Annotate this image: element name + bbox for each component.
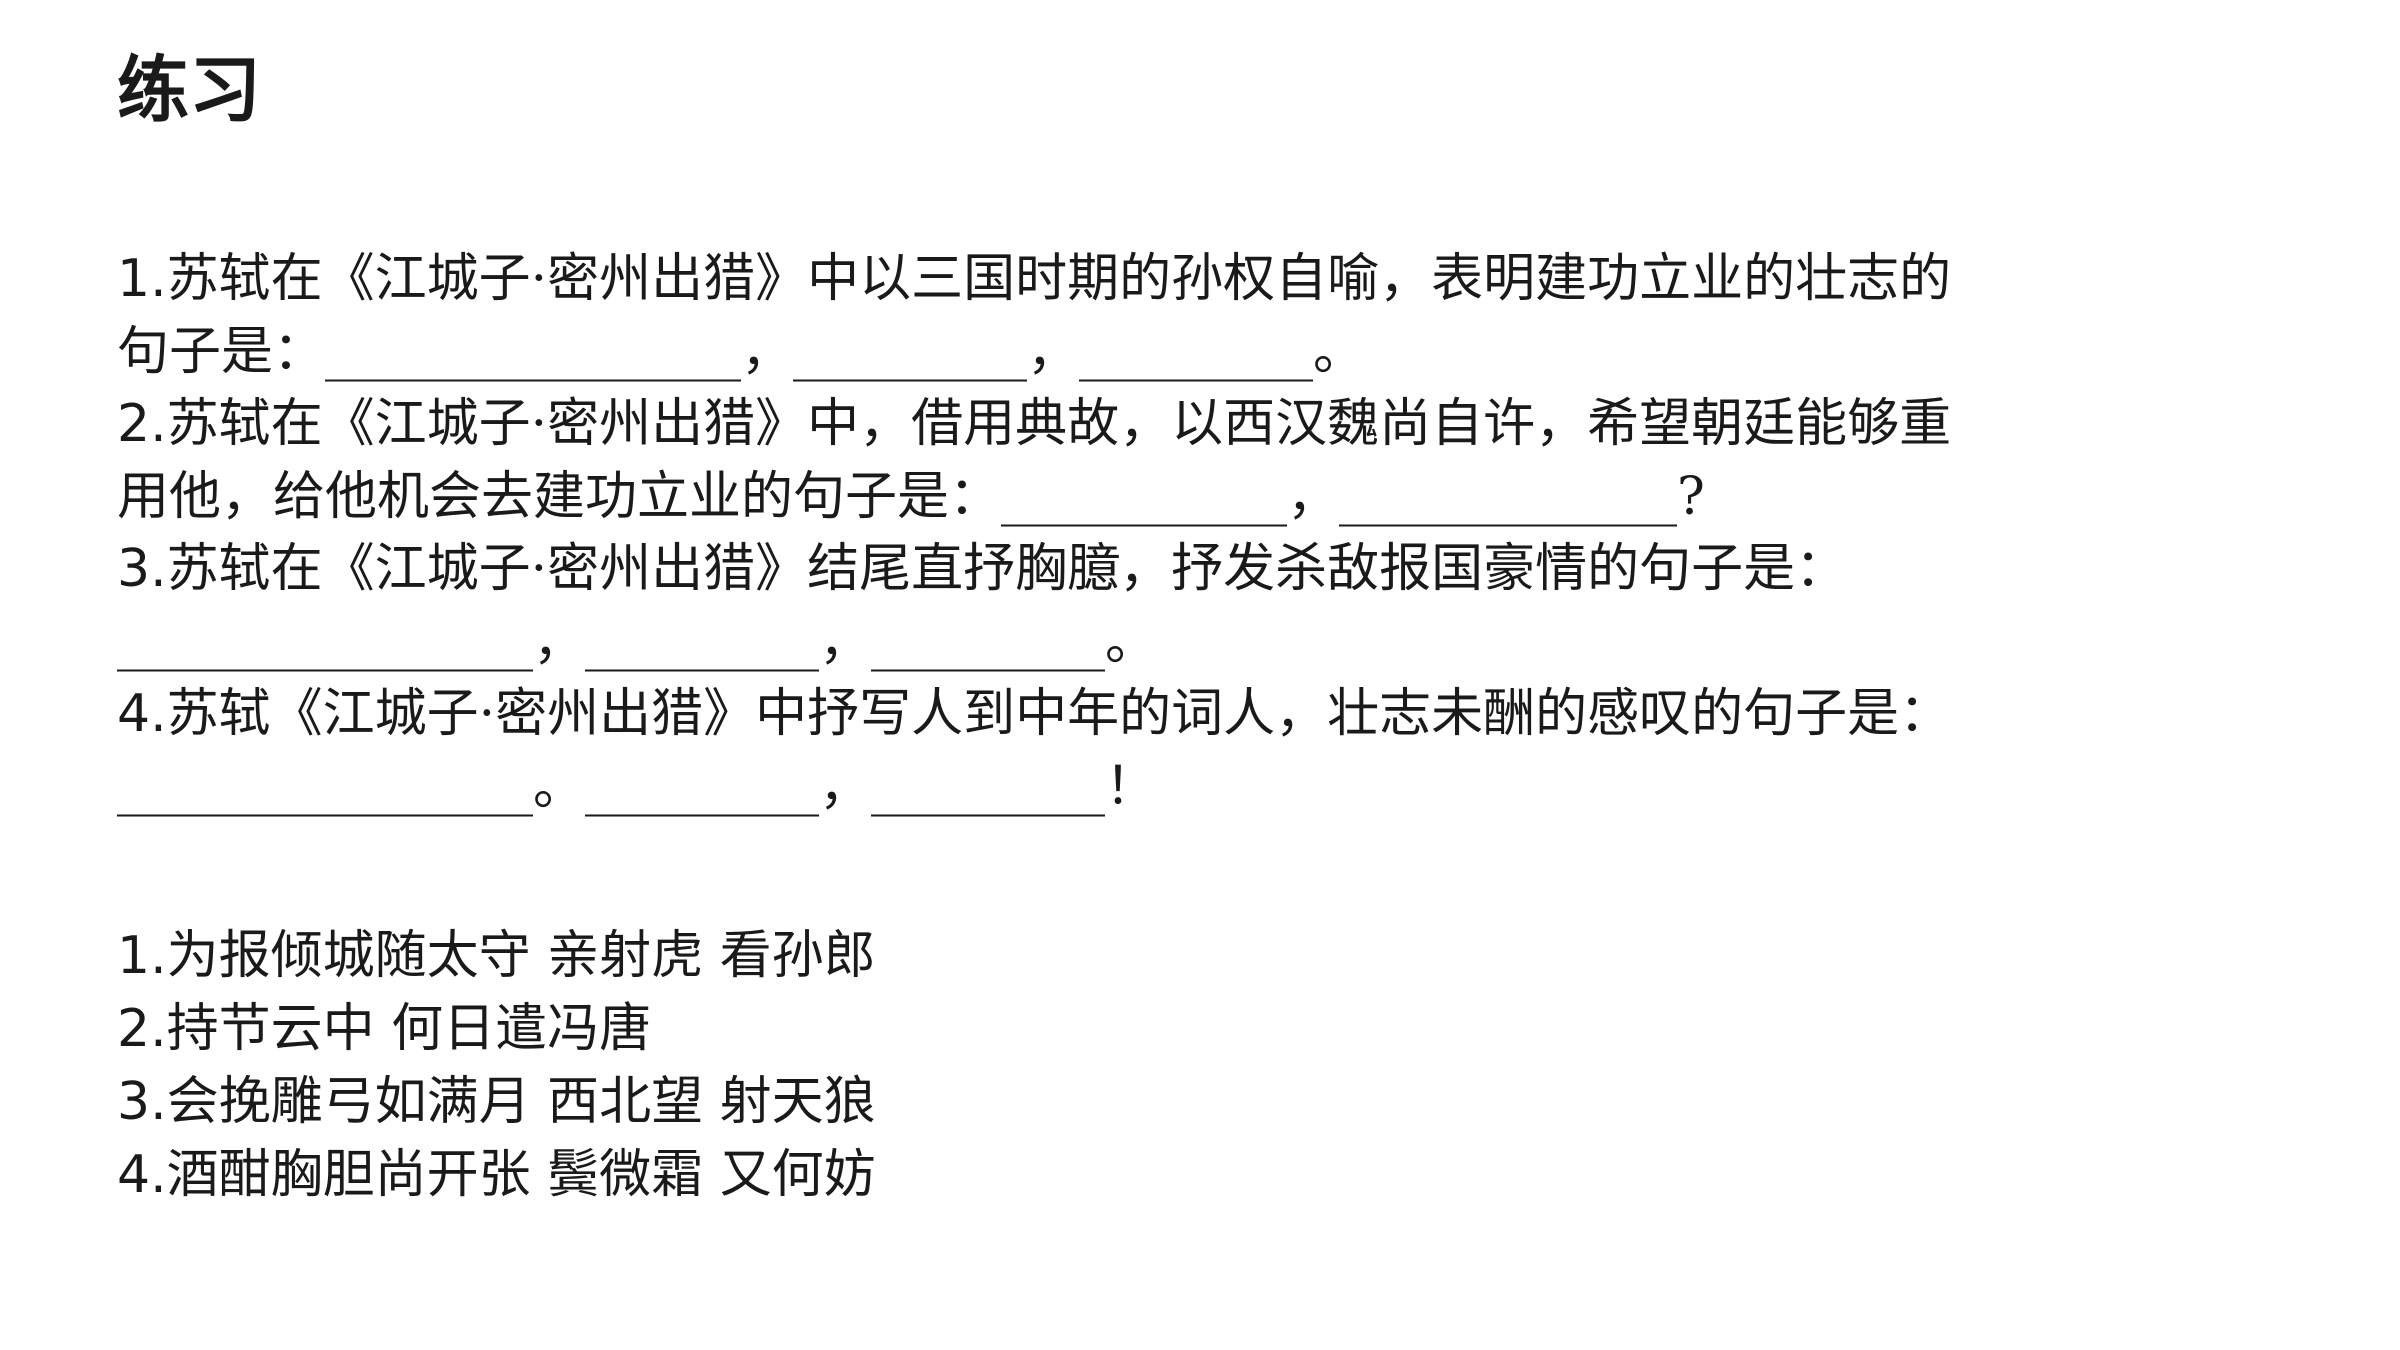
answer-3: 3.会挽雕弓如满月 西北望 射天狼	[117, 1066, 1317, 1139]
answer-text: 会挽雕弓如满月 西北望 射天狼	[166, 1072, 876, 1132]
question-text: 苏轼在《江城子·密州出猎》结尾直抒胸臆，抒发杀敌报国豪情的句子是：	[166, 539, 1848, 599]
question-text: 苏轼《江城子·密州出猎》中抒写人到中年的词人，壮志未酬的感叹的句子是：	[166, 684, 1952, 744]
question-text: 苏轼在《江城子·密州出猎》中以三国时期的孙权自喻，表明建功立业的壮志的	[166, 249, 1952, 309]
question-3-line-2: ________________，_________，_________。	[117, 606, 2307, 679]
question-number: 3.	[117, 539, 167, 599]
question-text: ________________。_________，_________！	[117, 756, 1158, 817]
question-text: ________________，_________，_________。	[117, 611, 1158, 672]
answer-number: 4.	[117, 1145, 167, 1205]
slide-title: 练习	[117, 48, 262, 132]
answer-number: 1.	[117, 926, 167, 986]
question-4-line-1: 4.苏轼《江城子·密州出猎》中抒写人到中年的词人，壮志未酬的感叹的句子是：	[117, 678, 2307, 751]
answer-number: 3.	[117, 1072, 167, 1132]
question-text: 句子是：________________，_________，_________…	[117, 321, 1366, 382]
answer-number: 2.	[117, 999, 167, 1059]
question-number: 1.	[117, 249, 167, 309]
answer-1: 1.为报倾城随太守 亲射虎 看孙郎	[117, 920, 1317, 993]
question-3-line-1: 3.苏轼在《江城子·密州出猎》结尾直抒胸臆，抒发杀敌报国豪情的句子是：	[117, 533, 2307, 606]
answer-text: 酒酣胸胆尚开张 鬓微霜 又何妨	[166, 1145, 876, 1205]
question-text: 苏轼在《江城子·密州出猎》中，借用典故，以西汉魏尚自许，希望朝廷能够重	[166, 394, 1952, 454]
answer-4: 4.酒酣胸胆尚开张 鬓微霜 又何妨	[117, 1139, 1317, 1212]
question-4-line-2: ________________。_________，_________！	[117, 751, 2307, 824]
question-2-line-1: 2.苏轼在《江城子·密州出猎》中，借用典故，以西汉魏尚自许，希望朝廷能够重	[117, 388, 2307, 461]
answer-text: 为报倾城随太守 亲射虎 看孙郎	[166, 926, 876, 986]
answer-text: 持节云中 何日遣冯唐	[166, 999, 652, 1059]
questions-block: 1.苏轼在《江城子·密州出猎》中以三国时期的孙权自喻，表明建功立业的壮志的 句子…	[117, 243, 2307, 823]
question-number: 4.	[117, 684, 167, 744]
question-1-line-1: 1.苏轼在《江城子·密州出猎》中以三国时期的孙权自喻，表明建功立业的壮志的	[117, 243, 2307, 316]
question-number: 2.	[117, 394, 167, 454]
question-1-line-2: 句子是：________________，_________，_________…	[117, 316, 2307, 389]
question-text: 用他，给他机会去建功立业的句子是：___________，___________…	[117, 466, 1705, 527]
question-2-line-2: 用他，给他机会去建功立业的句子是：___________，___________…	[117, 461, 2307, 534]
answer-2: 2.持节云中 何日遣冯唐	[117, 993, 1317, 1066]
answers-block: 1.为报倾城随太守 亲射虎 看孙郎 2.持节云中 何日遣冯唐 3.会挽雕弓如满月…	[117, 920, 1317, 1212]
